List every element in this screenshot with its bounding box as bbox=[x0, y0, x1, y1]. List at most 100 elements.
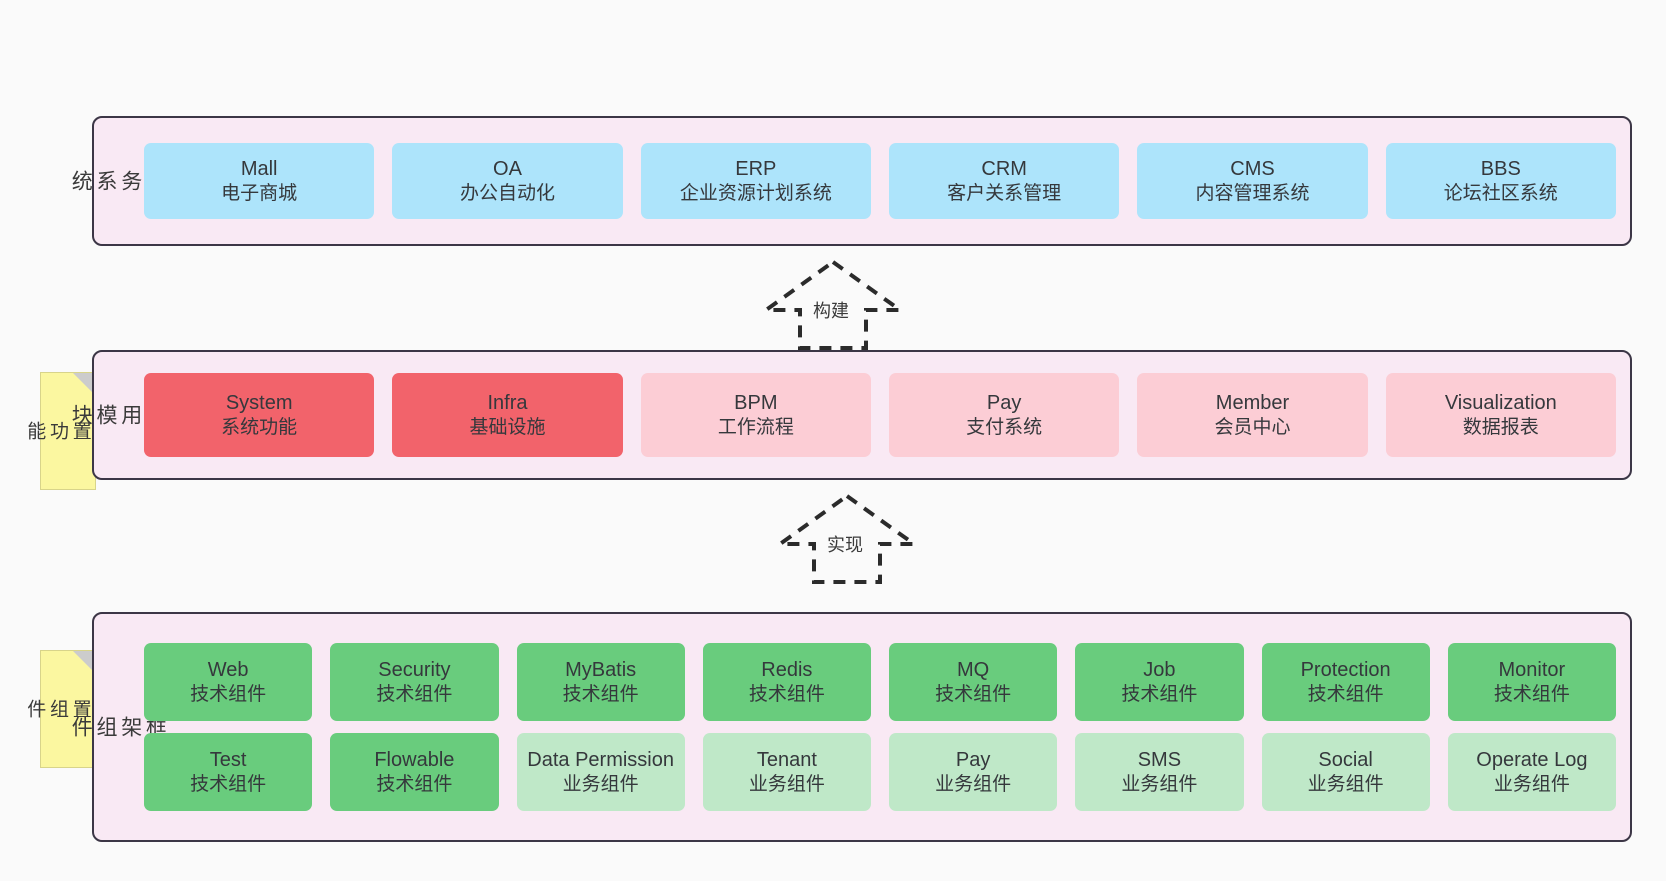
node-subtitle: 技术组件 bbox=[935, 683, 1012, 705]
arrow-build: 构建 bbox=[758, 258, 908, 350]
node-title: Pay bbox=[955, 749, 991, 772]
node-subtitle: 内容管理系统 bbox=[1195, 182, 1310, 204]
node-title: Infra bbox=[487, 392, 528, 415]
layer-modules-title: 通 用 模 块 bbox=[69, 404, 166, 426]
node-title: Test bbox=[209, 749, 247, 772]
layer-business-title: 业 务 系 统 bbox=[69, 170, 166, 192]
sticky-note-builtin-function: 内 置 功 能 bbox=[24, 372, 114, 490]
node-subtitle: 技术组件 bbox=[562, 683, 639, 705]
node-title: Job bbox=[1143, 659, 1176, 682]
node-title: BPM bbox=[734, 392, 778, 415]
node-title: Redis bbox=[761, 659, 813, 682]
sticky-fold-corner-icon bbox=[73, 373, 95, 395]
node-title: Visualization bbox=[1444, 392, 1557, 415]
sticky-fold-corner-icon bbox=[73, 651, 95, 673]
node-subtitle: 技术组件 bbox=[190, 773, 267, 795]
node-title: CRM bbox=[981, 158, 1027, 181]
node-subtitle: 技术组件 bbox=[1121, 683, 1198, 705]
layer-common-modules: 通 用 模 块 System系统功能Infra基础设施BPM工作流程Pay支付系… bbox=[69, 350, 1632, 480]
node-title: CMS bbox=[1230, 158, 1275, 181]
node-title: SMS bbox=[1137, 749, 1182, 772]
node-subtitle: 业务组件 bbox=[748, 773, 825, 795]
node-title: Flowable bbox=[374, 749, 455, 772]
node-title: System bbox=[225, 392, 293, 415]
node-subtitle: 基础设施 bbox=[469, 416, 546, 438]
node-title: BBS bbox=[1480, 158, 1521, 181]
node-subtitle: 技术组件 bbox=[748, 683, 825, 705]
arrow-build-shape bbox=[759, 259, 907, 350]
node-subtitle: 支付系统 bbox=[966, 416, 1043, 438]
node-title: Protection bbox=[1300, 659, 1391, 682]
node-subtitle: 业务组件 bbox=[1493, 773, 1570, 795]
node-title: Member bbox=[1215, 392, 1290, 415]
node-subtitle: 技术组件 bbox=[376, 683, 453, 705]
arrow-implement: 实现 bbox=[772, 492, 922, 584]
layer-framework-components: 框 架 组 件 Web技术组件Security技术组件MyBatis技术组件Re… bbox=[69, 612, 1632, 842]
node-title: Mall bbox=[240, 158, 278, 181]
node-title: Security bbox=[378, 659, 451, 682]
node-subtitle: 技术组件 bbox=[1493, 683, 1570, 705]
layer-framework-title: 框 架 组 件 bbox=[69, 716, 167, 738]
node-subtitle: 办公自动化 bbox=[459, 182, 555, 204]
node-subtitle: 业务组件 bbox=[935, 773, 1012, 795]
node-title: MyBatis bbox=[565, 659, 637, 682]
node-subtitle: 会员中心 bbox=[1214, 416, 1291, 438]
node-subtitle: 企业资源计划系统 bbox=[679, 182, 832, 204]
arrow-implement-label: 实现 bbox=[825, 531, 865, 557]
sticky-note-builtin-component: 内 置 组 件 bbox=[24, 650, 114, 768]
node-title: Monitor bbox=[1498, 659, 1566, 682]
node-subtitle: 数据报表 bbox=[1462, 416, 1539, 438]
node-title: Data Permission bbox=[527, 749, 674, 772]
node-title: Web bbox=[207, 659, 249, 682]
node-subtitle: 业务组件 bbox=[562, 773, 639, 795]
arrow-build-label: 构建 bbox=[811, 297, 851, 323]
node-title: MQ bbox=[957, 659, 990, 682]
node-subtitle: 工作流程 bbox=[717, 416, 794, 438]
node-title: Tenant bbox=[756, 749, 817, 772]
node-title: OA bbox=[493, 158, 522, 181]
node-subtitle: 电子商城 bbox=[221, 182, 298, 204]
node-subtitle: 技术组件 bbox=[190, 683, 267, 705]
node-subtitle: 系统功能 bbox=[221, 416, 298, 438]
node-subtitle: 技术组件 bbox=[376, 773, 453, 795]
node-subtitle: 业务组件 bbox=[1307, 773, 1384, 795]
node-title: Social bbox=[1318, 749, 1373, 772]
arrow-implement-shape bbox=[773, 493, 921, 584]
node-subtitle: 客户关系管理 bbox=[947, 182, 1062, 204]
node-subtitle: 技术组件 bbox=[1307, 683, 1384, 705]
